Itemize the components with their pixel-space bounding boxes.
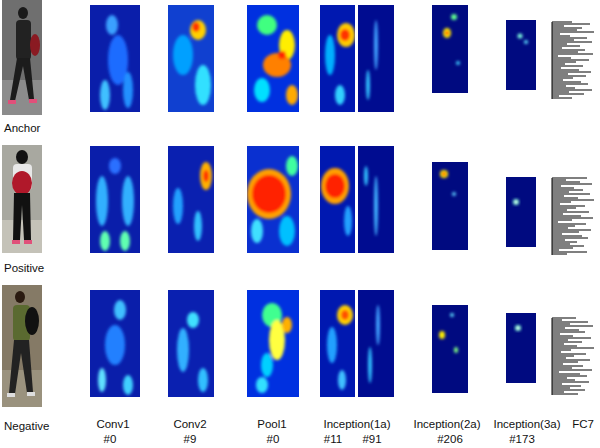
fc7-bars: [552, 178, 594, 255]
layer-label: FC7: [572, 417, 594, 431]
feature-map: [320, 146, 355, 253]
feature-map: [358, 5, 394, 112]
channel-number: #91: [362, 432, 381, 446]
row-label: Anchor: [4, 121, 40, 135]
feature-map: [358, 146, 394, 253]
feature-map: [320, 5, 355, 112]
layer-label: Inception(2a): [413, 417, 480, 431]
feature-map: [90, 5, 140, 112]
feature-map: [247, 290, 299, 397]
feature-map: [506, 177, 536, 247]
layer-label: Conv2: [173, 417, 206, 431]
channel-number: #0: [267, 432, 280, 446]
channel-number: #173: [509, 432, 535, 446]
feature-map: [432, 305, 468, 393]
feature-map: [168, 146, 214, 253]
feature-map: [432, 5, 468, 93]
layer-label: Inception(1a): [323, 417, 390, 431]
feature-map: [247, 146, 299, 253]
negative-photo: [2, 285, 42, 407]
feature-map: [90, 290, 140, 397]
positive-photo: [2, 145, 42, 253]
layer-label: Conv1: [96, 417, 129, 431]
feature-map: [320, 290, 355, 397]
channel-number: #206: [437, 432, 463, 446]
channel-number: #9: [184, 432, 197, 446]
fc7-bars: [552, 318, 594, 395]
channel-number: #0: [104, 432, 117, 446]
row-label: Negative: [4, 419, 49, 433]
feature-map: [168, 290, 214, 397]
row-label: Positive: [4, 261, 44, 275]
channel-number: #11: [324, 432, 342, 446]
feature-map: [247, 5, 299, 112]
anchor-photo: [2, 0, 42, 115]
feature-map: [168, 5, 214, 112]
layer-label: Pool1: [257, 417, 286, 431]
feature-map: [432, 162, 468, 250]
feature-map: [358, 290, 394, 397]
feature-map: [506, 313, 536, 383]
feature-map: [506, 20, 536, 90]
layer-label: Inception(3a): [493, 417, 560, 431]
feature-map: [90, 146, 140, 253]
fc7-bars: [552, 22, 594, 99]
